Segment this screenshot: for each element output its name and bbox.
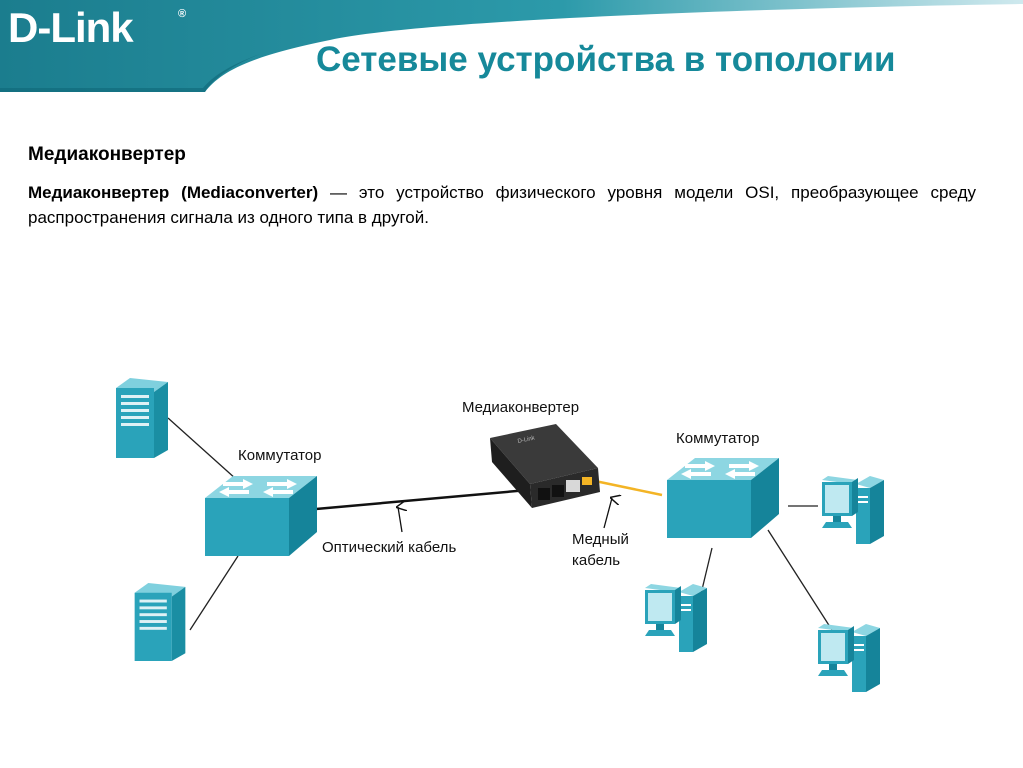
dlink-logo: D-Link bbox=[8, 4, 134, 51]
registered-mark: ® bbox=[178, 8, 187, 20]
server-icon-top bbox=[116, 378, 168, 458]
converter-brand-label: D-Link bbox=[517, 435, 536, 445]
definition-text: Медиаконвертер (Mediaconverter) — это ус… bbox=[28, 180, 976, 230]
page-title: Сетевые устройства в топологии bbox=[316, 40, 896, 79]
copper-cable bbox=[594, 479, 663, 497]
optical-cable-label: Оптический кабель bbox=[322, 539, 457, 556]
server-icon-bottom bbox=[134, 583, 186, 661]
definition-body: — это устройство физического уровня моде… bbox=[28, 183, 976, 227]
copper-cable-arrow bbox=[603, 498, 612, 529]
media-converter-icon: D-Link bbox=[490, 424, 600, 508]
definition-term: Медиаконвертер (Mediaconverter) bbox=[28, 183, 319, 202]
media-converter-label: Медиаконвертер bbox=[462, 399, 580, 416]
section-title: Медиаконвертер bbox=[28, 144, 186, 165]
workstation-icon-bottom bbox=[818, 624, 880, 692]
workstation-icon-right bbox=[822, 476, 884, 544]
right-switch-label: Коммутатор bbox=[676, 430, 760, 447]
copper-cable-label-line1: Медный bbox=[572, 531, 629, 548]
link-server2-switch bbox=[189, 555, 239, 631]
optical-cable-arrow bbox=[398, 507, 402, 533]
link-switch-ws-bottom bbox=[767, 529, 833, 631]
switch-icon-left bbox=[205, 476, 317, 556]
copper-cable-label-line2: кабель bbox=[572, 552, 621, 569]
left-switch-label: Коммутатор bbox=[238, 447, 322, 464]
switch-icon-right bbox=[667, 458, 779, 538]
header-banner bbox=[0, 0, 1023, 92]
workstation-icon-middle bbox=[645, 584, 707, 652]
optical-cable bbox=[315, 488, 529, 511]
